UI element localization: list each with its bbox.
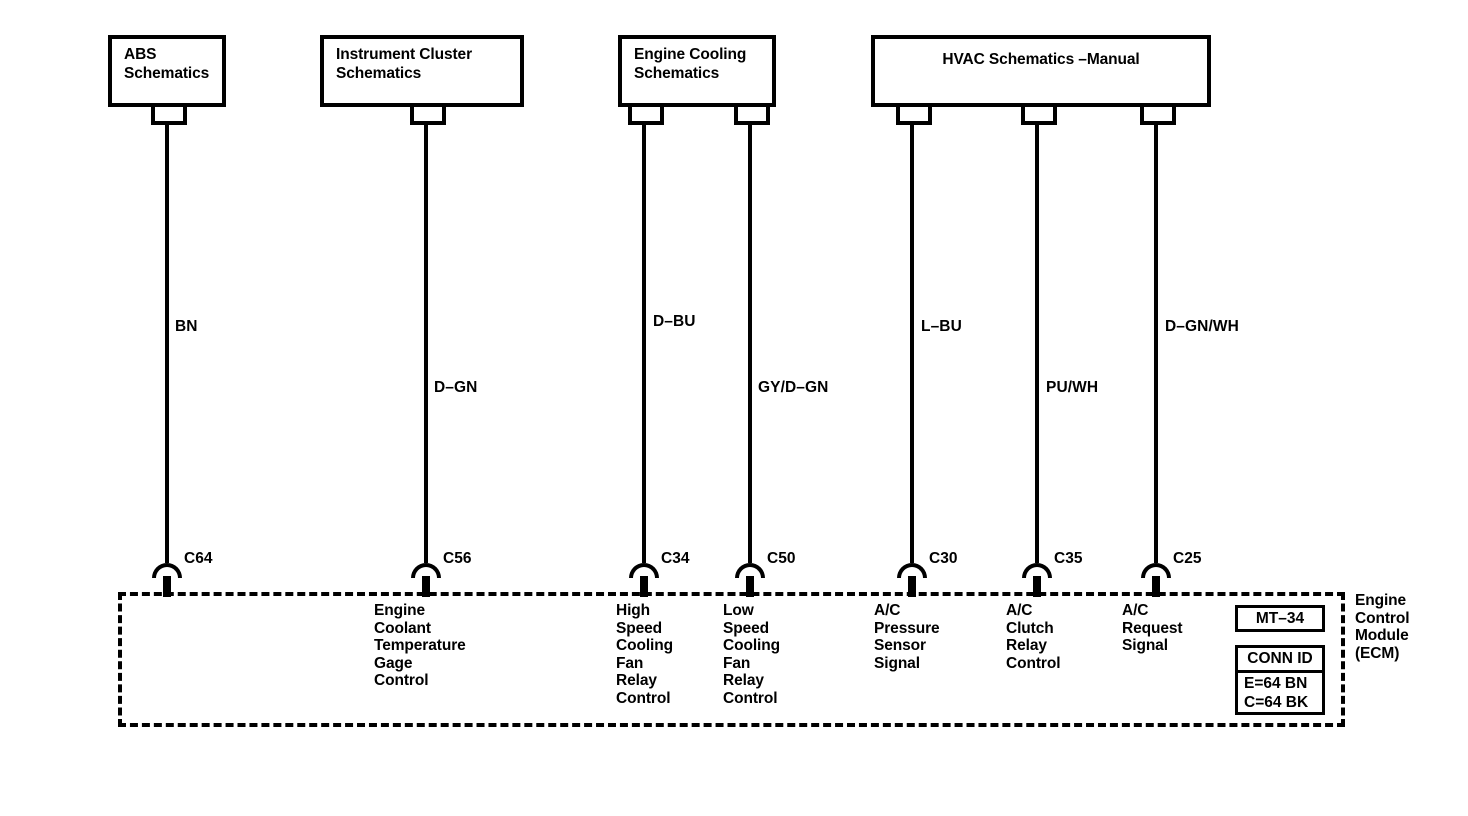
connector-arc-c30 [897, 563, 927, 578]
wire-color-label-c64: BN [175, 318, 198, 335]
wire-c34 [642, 125, 646, 563]
connector-label-c30: C30 [929, 550, 958, 567]
connector-stub-c30 [908, 576, 916, 597]
source-box-abs-schematics[interactable]: ABS Schematics [108, 35, 226, 107]
terminal-bracket-c35 [1021, 107, 1057, 125]
source-box-label: ABS Schematics [124, 46, 210, 82]
connector-stub-c34 [640, 576, 648, 597]
terminal-bracket-c34 [628, 107, 664, 125]
connector-label-c56: C56 [443, 550, 472, 567]
terminal-bracket-c50 [734, 107, 770, 125]
wire-color-label-c56: D–GN [434, 379, 478, 396]
connector-arc-c35 [1022, 563, 1052, 578]
pin-function-c50: Low Speed Cooling Fan Relay Control [723, 602, 780, 707]
wire-color-label-c35: PU/WH [1046, 379, 1099, 396]
ecm-part-id-box: MT–34 [1235, 605, 1325, 632]
wire-color-label-c30: L–BU [921, 318, 962, 335]
connector-stub-c25 [1152, 576, 1160, 597]
connector-stub-c50 [746, 576, 754, 597]
wire-c35 [1035, 125, 1039, 563]
connector-label-c64: C64 [184, 550, 213, 567]
connector-stub-c35 [1033, 576, 1041, 597]
ecm-title: Engine Control Module (ECM) [1355, 592, 1410, 662]
source-box-label: Instrument Cluster Schematics [336, 46, 472, 82]
wire-color-label-c50: GY/D–GN [758, 379, 829, 396]
connector-arc-c56 [411, 563, 441, 578]
source-box-engine-cooling-schematics[interactable]: Engine Cooling Schematics [618, 35, 776, 107]
terminal-bracket-c25 [1140, 107, 1176, 125]
wire-c50 [748, 125, 752, 563]
conn-id-box: CONN ID E=64 BN C=64 BK [1235, 645, 1325, 715]
connector-label-c35: C35 [1054, 550, 1083, 567]
wire-color-label-c25: D–GN/WH [1165, 318, 1239, 335]
ecm-enclosure [118, 592, 1345, 727]
connector-arc-c25 [1141, 563, 1171, 578]
pin-function-c30: A/C Pressure Sensor Signal [874, 602, 940, 672]
pin-function-c35: A/C Clutch Relay Control [1006, 602, 1061, 672]
wire-c64 [165, 125, 169, 563]
wire-c30 [910, 125, 914, 563]
connector-arc-c50 [735, 563, 765, 578]
terminal-bracket-c56 [410, 107, 446, 125]
connector-arc-c34 [629, 563, 659, 578]
connector-label-c50: C50 [767, 550, 796, 567]
connector-stub-c56 [422, 576, 430, 597]
conn-id-values: E=64 BN C=64 BK [1244, 675, 1309, 711]
terminal-bracket-c30 [896, 107, 932, 125]
source-box-label: HVAC Schematics –Manual [942, 51, 1140, 68]
conn-id-header: CONN ID [1238, 648, 1322, 673]
wire-c25 [1154, 125, 1158, 563]
pin-function-c25: A/C Request Signal [1122, 602, 1183, 655]
wire-c56 [424, 125, 428, 563]
source-box-hvac-schematics-manual[interactable]: HVAC Schematics –Manual [871, 35, 1211, 107]
connector-label-c25: C25 [1173, 550, 1202, 567]
connector-stub-c64 [163, 576, 171, 597]
connector-label-c34: C34 [661, 550, 690, 567]
wire-color-label-c34: D–BU [653, 313, 696, 330]
source-box-label: Engine Cooling Schematics [634, 46, 747, 82]
source-box-instrument-cluster-schematics[interactable]: Instrument Cluster Schematics [320, 35, 524, 107]
connector-arc-c64 [152, 563, 182, 578]
pin-function-c56: Engine Coolant Temperature Gage Control [374, 602, 466, 690]
pin-function-c34: High Speed Cooling Fan Relay Control [616, 602, 673, 707]
terminal-bracket-c64 [151, 107, 187, 125]
